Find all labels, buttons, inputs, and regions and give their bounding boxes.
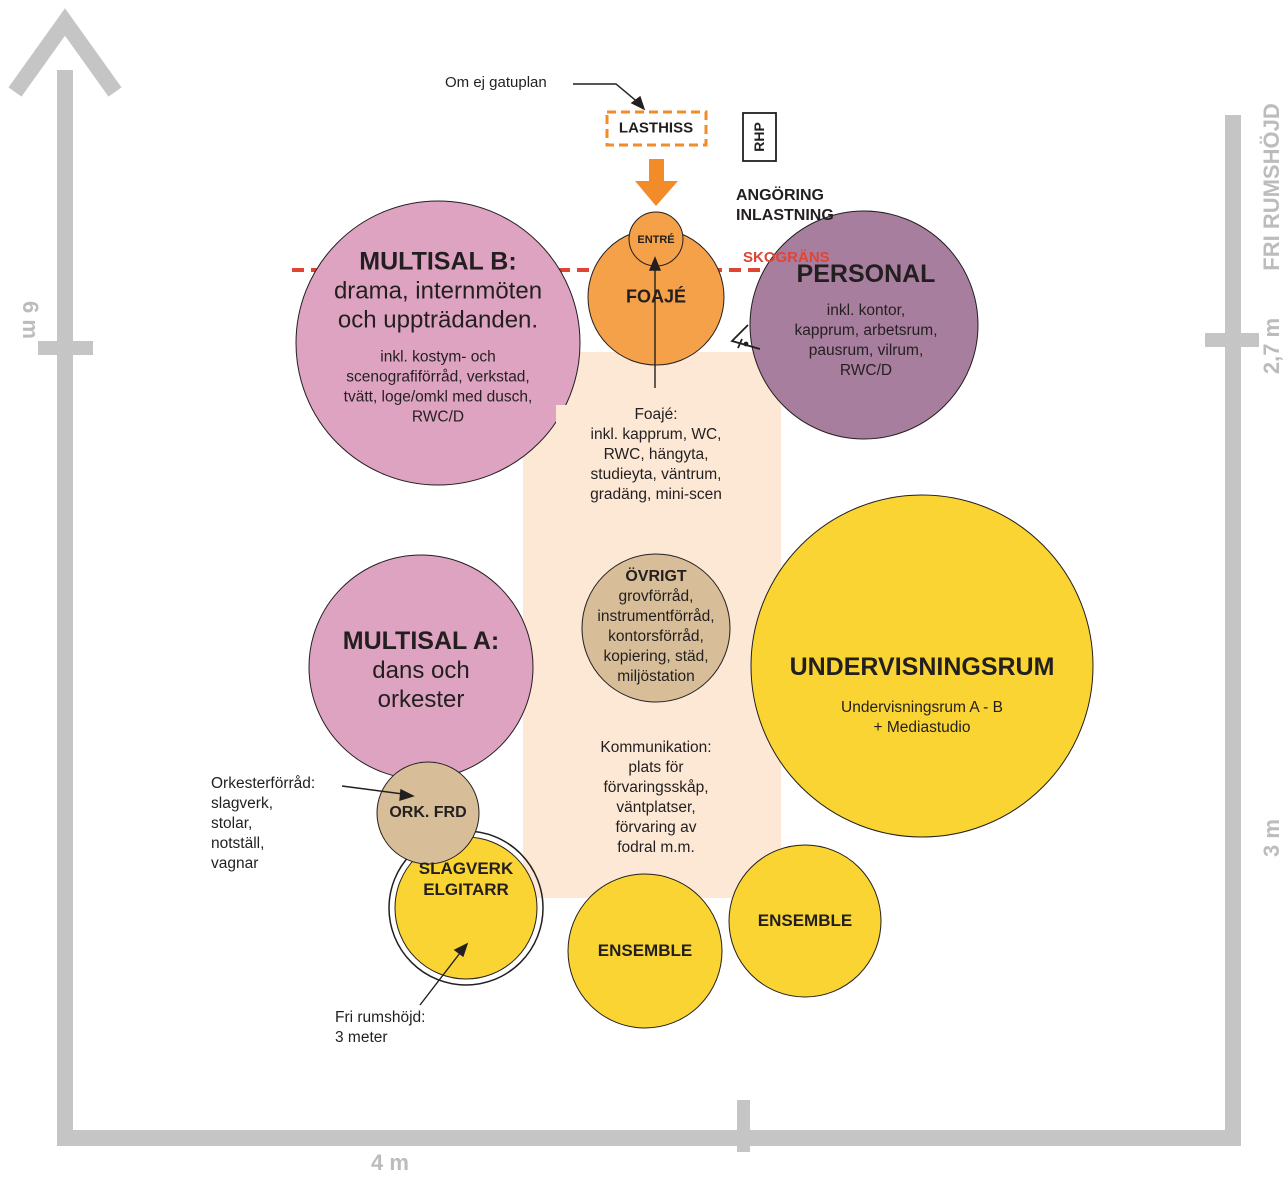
ork-frd-circle	[376, 761, 480, 865]
angoring-line-2: INLASTNING	[736, 207, 834, 224]
orkesterforrad-line-3: stolar,	[211, 815, 253, 832]
multisal-b-sub-2: och uppträdanden.	[337, 306, 539, 334]
axis-frame	[38, 70, 1259, 1152]
om-ej-gatuplan-label: Om ej gatuplan	[445, 74, 547, 91]
lasthiss-label: LASTHISS	[618, 119, 694, 137]
slagverk-label: SLAGVERK ELGITARR	[419, 858, 513, 900]
ovrigt-detail-5: miljöstation	[617, 668, 695, 685]
ovrigt-title: ÖVRIGT	[625, 568, 687, 585]
ovrigt-circle	[581, 553, 731, 703]
slagverk-title-1: SLAGVERK	[418, 859, 514, 878]
kommunikation-line-5: förvaring av	[615, 819, 697, 836]
entre-title: ENTRÉ	[637, 234, 675, 246]
undervisningsrum-circle	[750, 494, 1094, 838]
axis-label-fri-rumshojd: FRI RUMSHÖJD	[1259, 103, 1284, 271]
kommunikation-line-6: fodral m.m.	[617, 839, 695, 856]
foaje-area-line-5: gradäng, mini-scen	[590, 486, 722, 503]
foaje-title: FOAJÉ	[625, 286, 687, 307]
foaje-area-line-4: studieyta, väntrum,	[590, 466, 722, 483]
multisal-b-title: MULTISAL B:	[359, 247, 517, 276]
ensemble-2-title: ENSEMBLE	[757, 911, 853, 930]
multisal-b-sub-1: drama, internmöten	[333, 277, 543, 305]
personal-detail-2: kapprum, arbetsrum,	[794, 322, 938, 339]
multisal-b-detail-4: RWC/D	[411, 408, 465, 426]
personal-detail-4: RWC/D	[839, 362, 893, 379]
multisal-b-detail-1: inkl. kostym- och	[380, 348, 496, 366]
ensemble-circle-1	[567, 873, 723, 1029]
multisal-b-detail: inkl. kostym- och scenografiförråd, verk…	[303, 348, 573, 428]
rhp-label: RHP	[751, 122, 767, 152]
fri-rumshojd-line-2: 3 meter	[335, 1029, 388, 1046]
axis-label-2-7m: 2,7 m	[1259, 317, 1284, 375]
multisal-b-circle	[295, 200, 581, 486]
ovrigt-label: ÖVRIGT grovförråd, instrumentförråd, kon…	[576, 567, 736, 687]
annotation-arrows	[341, 83, 662, 1006]
personal-detail-3: pausrum, vilrum,	[808, 342, 924, 359]
orkesterforrad-line-1: Orkesterförråd:	[211, 775, 316, 792]
foaje-area-label: Foajé: inkl. kapprum, WC, RWC, hängyta, …	[556, 405, 756, 505]
skograns-label: SKOGRÄNS	[743, 249, 830, 266]
multisal-b-detail-2: scenografiförråd, verkstad,	[346, 368, 530, 386]
lasthiss-box	[605, 110, 708, 147]
orkesterforrad-note: Orkesterförråd: slagverk, stolar, notstä…	[211, 774, 315, 874]
axis-arrow-head-icon	[8, 8, 122, 97]
multisal-a-sub-1: dans och	[372, 657, 470, 684]
angoring-line-1: ANGÖRING	[736, 187, 824, 204]
kommunikation-line-4: väntplatser,	[616, 799, 696, 816]
rhp-box	[742, 112, 777, 162]
foaje-area-line-2: inkl. kapprum, WC,	[590, 426, 722, 443]
ovrigt-detail-4: kopiering, städ,	[603, 648, 709, 665]
multisal-b-detail-3: tvätt, loge/omkl med dusch,	[343, 388, 533, 406]
ovrigt-detail-1: grovförråd,	[618, 588, 694, 605]
orkesterforrad-line-5: vagnar	[211, 855, 259, 872]
slagverk-title-2: ELGITARR	[423, 880, 509, 899]
kommunikation-label: Kommunikation: plats för förvaringsskåp,…	[556, 738, 756, 858]
multisal-b-label: MULTISAL B: drama, internmöten och upptr…	[303, 247, 573, 428]
orkesterforrad-line-4: notställ,	[211, 835, 265, 852]
eye-icon	[730, 324, 761, 350]
angoring-label: ANGÖRING INLASTNING	[736, 186, 834, 226]
multisal-a-sub-2: orkester	[377, 686, 465, 713]
ork-frd-title: ORK. FRD	[389, 804, 467, 821]
undervisningsrum-title: UNDERVISNINGSRUM	[789, 653, 1055, 681]
personal-detail: inkl. kontor, kapprum, arbetsrum, pausru…	[766, 301, 966, 381]
foaje-area-line-1: Foajé:	[634, 406, 678, 423]
undervisningsrum-detail-1: Undervisningsrum A - B	[841, 699, 1003, 716]
ensemble-circle-2	[728, 844, 882, 998]
ovrigt-detail-3: kontorsförråd,	[608, 628, 704, 645]
axis-label-3m: 3 m	[1259, 819, 1284, 857]
kommunikation-line-1: Kommunikation:	[600, 739, 712, 756]
foaje-area-line-3: RWC, hängyta,	[603, 446, 709, 463]
ovrigt-detail-2: instrumentförråd,	[597, 608, 715, 625]
fri-rumshojd-line-1: Fri rumshöjd:	[335, 1009, 426, 1026]
personal-label: PERSONAL inkl. kontor, kapprum, arbetsru…	[766, 259, 966, 381]
undervisningsrum-label: UNDERVISNINGSRUM Undervisningsrum A - B …	[772, 652, 1072, 738]
axis-label-6m: 6 m	[18, 301, 43, 339]
axis-label-4m: 4 m	[371, 1150, 409, 1175]
kommunikation-line-2: plats för	[628, 759, 684, 776]
kommunikation-line-3: förvaringsskåp,	[603, 779, 709, 796]
multisal-a-title: MULTISAL A:	[342, 627, 500, 655]
multisal-a-label: MULTISAL A: dans och orkester	[321, 626, 521, 714]
personal-detail-1: inkl. kontor,	[826, 302, 906, 319]
personal-title: PERSONAL	[796, 260, 936, 288]
orkesterforrad-line-2: slagverk,	[211, 795, 274, 812]
fri-rumshojd-note: Fri rumshöjd: 3 meter	[335, 1008, 425, 1048]
ensemble-1-title: ENSEMBLE	[597, 941, 693, 960]
orange-down-arrow-icon	[635, 159, 678, 206]
personal-circle	[749, 210, 979, 440]
undervisningsrum-detail-2: + Mediastudio	[873, 719, 971, 736]
